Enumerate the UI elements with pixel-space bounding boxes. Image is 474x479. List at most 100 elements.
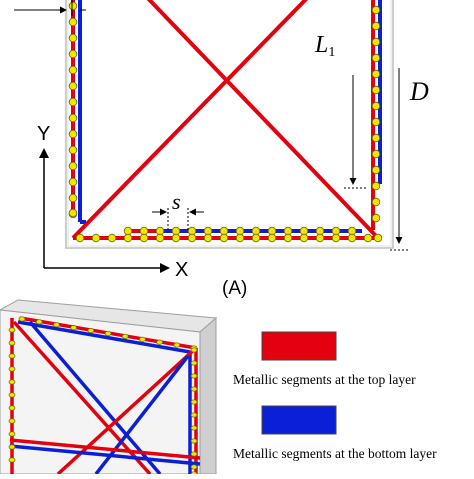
via-dot [299,233,309,243]
via-dot [139,226,149,236]
via-dot [171,233,181,243]
via-dot-3d [8,457,16,463]
via-dot [299,226,309,236]
via-dot [371,117,381,127]
via-dot-3d [8,340,16,346]
via-dot [371,69,381,79]
via-dot [155,226,165,236]
diagonal-red-1 [12,320,152,476]
label-l1: L1 [314,32,335,60]
via-dot [68,129,78,139]
via-dot-3d [8,327,16,333]
via-dot [68,193,78,203]
via-dot-3d [121,333,129,339]
label-s: s [172,189,181,214]
via-dot [267,233,277,243]
via-dot [371,181,381,191]
via-dot [371,85,381,95]
via-dot [68,33,78,43]
substrate-right-face [199,316,217,475]
via-dot-3d [70,325,77,331]
via-dot [371,5,381,15]
via-dot-3d [190,451,198,457]
via-dot [283,233,293,243]
via-dot-3d [190,399,198,405]
red-diagonal-2 [71,0,309,240]
via-dot [371,37,381,47]
via-dot [68,65,78,75]
via-dot-3d [8,444,16,450]
top-edge-blue [17,320,191,354]
via-dot [187,233,197,243]
via-dot [68,81,78,91]
diagonal-blue-1 [28,320,162,476]
via-dot [371,197,381,207]
via-dot-3d [190,347,198,353]
via-dot-3d [8,353,16,359]
mid-blue [9,444,201,466]
via-dot [107,233,117,243]
via-dot-3d [8,405,16,411]
via-dot [219,233,229,243]
via-dot [371,21,381,31]
via-dot [68,161,78,171]
via-dot-3d [190,412,198,418]
via-dot [371,133,381,143]
mid-red [9,438,201,460]
via-dot [123,226,133,236]
via-dot-3d [156,339,163,345]
via-dot [371,101,381,111]
via-dot [347,226,357,236]
via-dot-3d [190,425,198,431]
via-dot-3d [190,464,198,470]
via-dot [75,233,85,243]
via-dot [371,165,381,175]
axis-y-label: Y [37,123,50,145]
substrate-outline [65,0,394,249]
via-dot [331,233,341,243]
via-dot-3d [8,392,16,398]
legend-swatch-top-layer [261,331,337,361]
via-dot [219,226,229,236]
via-dot [251,226,261,236]
label-d: D [409,77,429,106]
via-dot-3d [87,328,95,334]
via-dot [347,233,357,243]
via-dot [251,233,261,243]
via-dot [139,233,149,243]
via-dot [68,208,78,218]
via-dot [315,233,325,243]
via-dot-3d [104,330,112,337]
via-dot-3d [8,379,16,385]
via-dot [68,49,78,59]
via-dot [373,233,383,243]
via-dot [203,226,213,236]
legend-label-top-layer: Metallic segments at the top layer [233,372,416,387]
via-dot [68,17,78,27]
via-dot [363,233,373,243]
via-dot-3d [8,418,16,424]
via-dot [315,226,325,236]
via-dot [235,226,245,236]
panel-b-vias [8,316,198,477]
via-dot [371,149,381,159]
via-dot [68,1,78,11]
via-dot [91,233,101,243]
panel-label-a: (A) [222,278,247,299]
via-dot-3d [8,366,16,372]
via-dot [68,177,78,187]
via-dot-3d [53,322,60,328]
legend-label-bottom-layer: Metallic segments at the bottom layer [233,446,437,461]
via-dot [171,226,181,236]
vias [68,1,383,243]
panel-a: L1 D s Y X (A) [14,0,429,299]
via-dot [68,145,78,155]
axis-x-label: X [175,259,188,281]
via-dot [331,226,341,236]
via-dot [155,233,165,243]
via-dot-3d [190,360,198,366]
via-dot-3d [190,386,198,392]
via-dot [371,213,381,223]
